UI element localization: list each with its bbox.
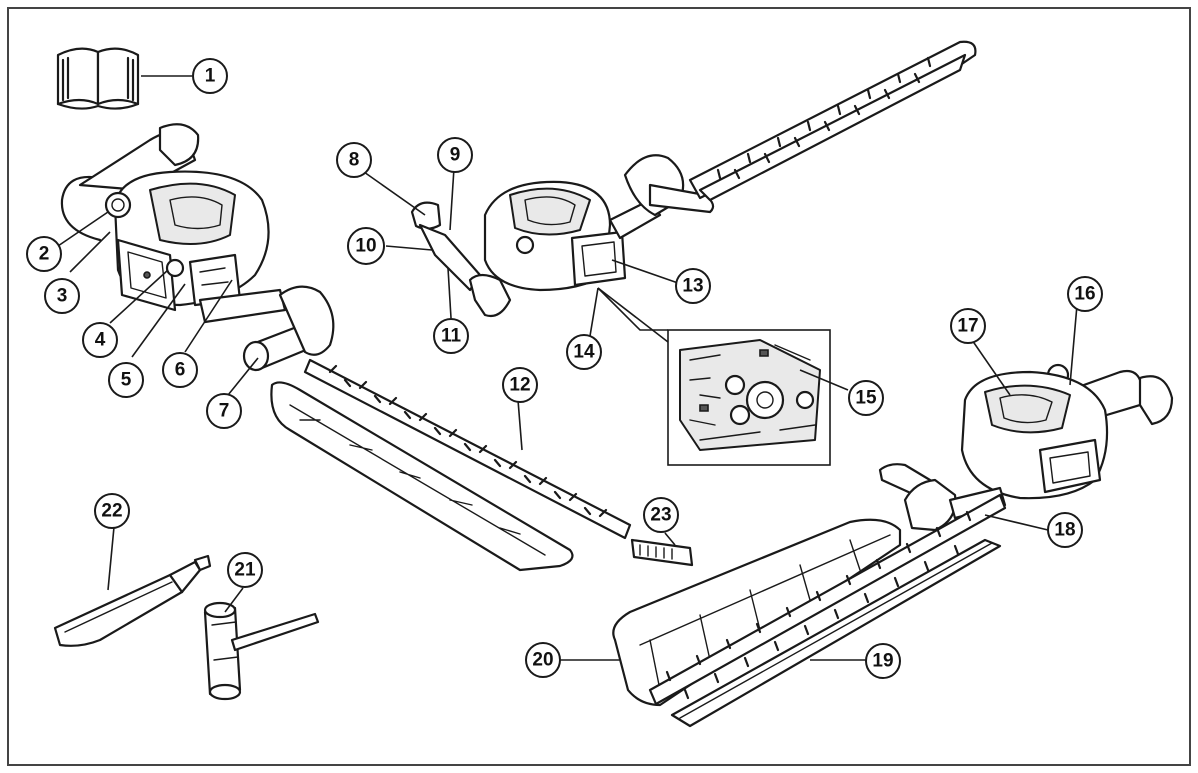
leader-lines (57, 75, 1078, 661)
callout-6: 6 (162, 352, 198, 388)
manual-book-icon (56, 47, 140, 110)
grease-tube (53, 554, 212, 647)
callout-16: 16 (1067, 276, 1103, 312)
svg-text:10: 10 (355, 236, 376, 257)
callout-13: 13 (675, 268, 711, 304)
callout-15: 15 (848, 380, 884, 416)
callout-20: 20 (525, 642, 561, 678)
callout-8: 8 (336, 142, 372, 178)
callout-12: 12 (502, 367, 538, 403)
callout-1: 1 (192, 58, 228, 94)
callout-7: 7 (206, 393, 242, 429)
svg-text:3: 3 (57, 286, 68, 307)
gearbox-detail-inset (667, 329, 831, 466)
callout-23: 23 (643, 497, 679, 533)
hedge-trimmer-unit-right (612, 363, 1174, 728)
svg-text:12: 12 (509, 375, 530, 396)
svg-text:15: 15 (855, 388, 877, 409)
svg-text:22: 22 (101, 501, 122, 522)
callout-3: 3 (44, 278, 80, 314)
svg-text:20: 20 (532, 650, 553, 671)
svg-text:17: 17 (957, 316, 978, 337)
svg-text:6: 6 (175, 360, 186, 381)
combination-spanner (203, 601, 320, 701)
callout-9: 9 (437, 137, 473, 173)
svg-text:21: 21 (234, 560, 256, 581)
callout-17: 17 (950, 308, 986, 344)
callout-2: 2 (26, 236, 62, 272)
svg-text:16: 16 (1074, 284, 1095, 305)
svg-text:11: 11 (441, 326, 462, 347)
hedge-trimmer-unit-left (60, 123, 335, 372)
svg-text:5: 5 (121, 370, 132, 391)
svg-text:7: 7 (219, 401, 230, 422)
callout-22: 22 (94, 493, 130, 529)
blade-guard-left (270, 381, 574, 572)
svg-text:8: 8 (349, 150, 360, 171)
callout-5: 5 (108, 362, 144, 398)
callout-11: 11 (433, 318, 469, 354)
svg-text:14: 14 (573, 342, 595, 363)
blade-left (303, 358, 632, 540)
svg-text:1: 1 (205, 66, 216, 87)
hedge-trimmer-unit-center (410, 40, 977, 318)
callout-18: 18 (1047, 512, 1083, 548)
callout-4: 4 (82, 322, 118, 358)
svg-text:23: 23 (650, 505, 671, 526)
svg-text:9: 9 (450, 145, 461, 166)
svg-text:2: 2 (39, 244, 50, 265)
callout-19: 19 (865, 643, 901, 679)
callout-10: 10 (347, 227, 385, 265)
spare-blade-part (630, 538, 694, 567)
callout-14: 14 (566, 334, 602, 370)
svg-text:18: 18 (1054, 520, 1075, 541)
svg-text:19: 19 (872, 651, 893, 672)
callout-21: 21 (227, 552, 263, 588)
svg-text:13: 13 (682, 276, 703, 297)
svg-text:4: 4 (95, 330, 106, 351)
